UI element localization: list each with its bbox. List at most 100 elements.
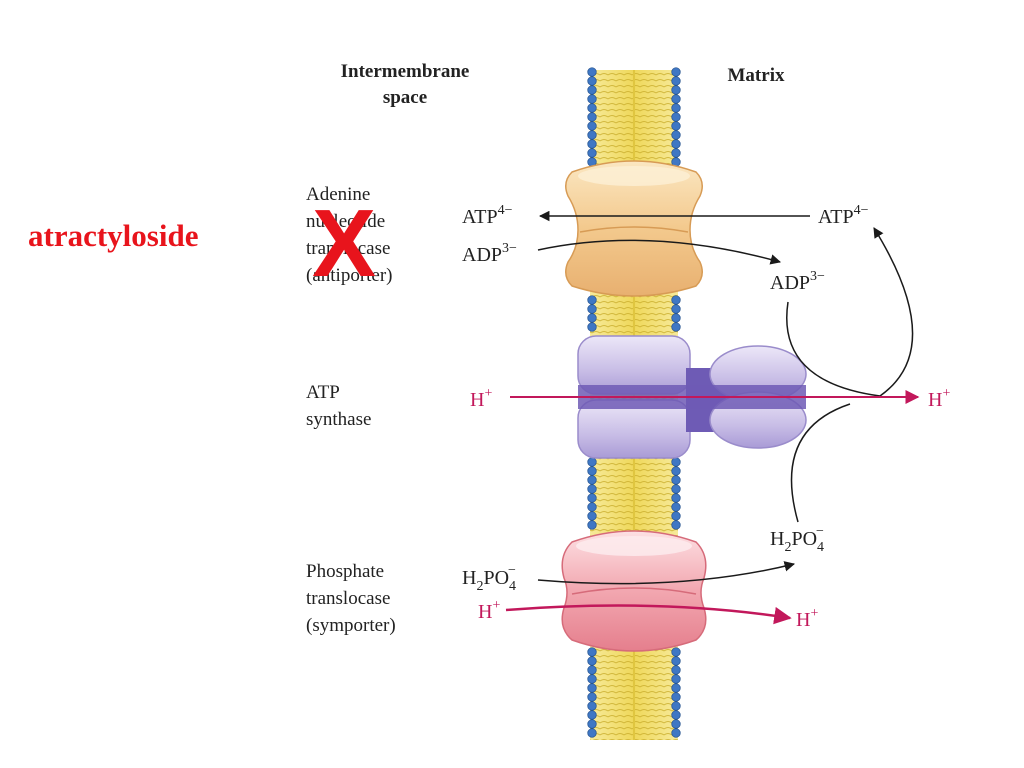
synthase-label-line1: ATP [306, 382, 340, 403]
phospholipid-head [671, 85, 681, 95]
phospholipid-head [587, 112, 597, 122]
inhibition-x-mark: X [312, 190, 376, 297]
adp-import-arrow [537, 239, 782, 265]
phospholipid-head [587, 665, 597, 675]
phosphate-to-synthase-arrow [790, 403, 851, 523]
phospholipid-head [671, 728, 681, 738]
phospholipid-head [587, 94, 597, 104]
phospholipid-head [671, 683, 681, 693]
antiporter-label-line1: Adenine [306, 184, 370, 205]
phospholipid-head [587, 475, 597, 485]
proton-left-symporter-label: H+ [478, 598, 500, 623]
phospholipid-head [671, 139, 681, 149]
intermembrane-space-label-line1: Intermembrane [341, 61, 470, 82]
phospholipid-head [587, 683, 597, 693]
phospholipid-head [587, 139, 597, 149]
symporter-label-line2: translocase [306, 588, 390, 609]
phospholipid-head [587, 710, 597, 720]
phospholipid-head [587, 148, 597, 158]
phospholipid-head [671, 112, 681, 122]
phospholipid-head [587, 728, 597, 738]
antiporter-label-line3: translocase [306, 238, 390, 259]
phospholipid-head [587, 647, 597, 657]
phospholipid-head [671, 674, 681, 684]
phospholipid-head [671, 94, 681, 104]
phospholipid-head [671, 121, 681, 131]
phospholipid-head [587, 701, 597, 711]
flow-arrows [505, 210, 920, 625]
phospholipid-head [671, 295, 681, 305]
atractyloside-label: atractyloside [28, 218, 198, 253]
antiporter-top [578, 166, 690, 186]
phosphate-left-label: H2PO4− [462, 563, 516, 594]
phospholipid-head [671, 148, 681, 158]
phospholipid-head [671, 502, 681, 512]
phospholipid-head [671, 103, 681, 113]
phospholipid-head [671, 719, 681, 729]
phospholipid-head [671, 701, 681, 711]
symporter-label: Phosphate translocase (symporter) [306, 561, 396, 636]
phospholipid-head [671, 475, 681, 485]
phospholipid-head [671, 692, 681, 702]
phospholipid-head [671, 520, 681, 530]
atp-right-label: ATP4− [818, 203, 869, 228]
phospholipid-head [587, 295, 597, 305]
proton-right-synthase-label: H+ [928, 386, 950, 411]
phosphate-right-label: H2PO4− [770, 524, 824, 555]
phospholipid-head [671, 647, 681, 657]
phospholipid-head [587, 313, 597, 323]
phospholipid-head [587, 457, 597, 467]
phospholipid-head [671, 457, 681, 467]
phospholipid-head [587, 121, 597, 131]
phospholipid-head [587, 719, 597, 729]
phospholipid-head [671, 76, 681, 86]
proton-symporter-arrow [505, 604, 792, 625]
phospholipid-head [587, 511, 597, 521]
phospholipid-head [671, 466, 681, 476]
symporter-label-line1: Phosphate [306, 561, 384, 582]
adp-left-label: ADP3− [462, 241, 517, 266]
phospholipid-head [671, 484, 681, 494]
phospholipid-head [671, 656, 681, 666]
phospholipid-head [671, 313, 681, 323]
matrix-label: Matrix [728, 65, 785, 86]
phospholipid-head [587, 322, 597, 332]
phospholipid-head [671, 665, 681, 675]
proton-right-symporter-label: H+ [796, 606, 818, 631]
phosphate-import-arrow [537, 561, 796, 585]
phospholipid-head [671, 304, 681, 314]
phospholipid-head [587, 85, 597, 95]
atp-synthase [577, 335, 807, 459]
membrane-heads-left [587, 67, 597, 738]
phospholipid-head [587, 304, 597, 314]
phospholipid-head [587, 656, 597, 666]
synthase-label: ATP synthase [306, 382, 371, 430]
phospholipid-head [587, 502, 597, 512]
symporter-top [576, 536, 692, 556]
adenine-nucleotide-translocase [565, 160, 703, 297]
synthase-label-line2: synthase [306, 409, 371, 430]
phospholipid-head [671, 67, 681, 77]
phospholipid-head [587, 103, 597, 113]
phospholipid-head [671, 710, 681, 720]
antiporter-label-line2: nucleotide [306, 211, 385, 232]
membrane-heads-right [671, 67, 681, 738]
antiporter-seam [579, 226, 689, 233]
phospholipid-head [671, 493, 681, 503]
phosphate-translocase [561, 530, 707, 652]
phospholipid-head [587, 493, 597, 503]
phospholipid-head [587, 520, 597, 530]
phospholipid-head [587, 67, 597, 77]
proton-left-synthase-label: H+ [470, 386, 492, 411]
phospholipid-head [587, 76, 597, 86]
antiporter-label: Adenine nucleotide translocase (antiport… [306, 184, 393, 286]
phospholipid-head [671, 511, 681, 521]
phospholipid-head [587, 466, 597, 476]
atp-synthesis-loop-arrow [786, 227, 914, 397]
intermembrane-space-label-line2: space [383, 87, 427, 108]
symporter-shape [561, 530, 707, 652]
phospholipid-head [671, 130, 681, 140]
adp-right-label: ADP3− [770, 269, 825, 294]
phospholipid-head [587, 674, 597, 684]
